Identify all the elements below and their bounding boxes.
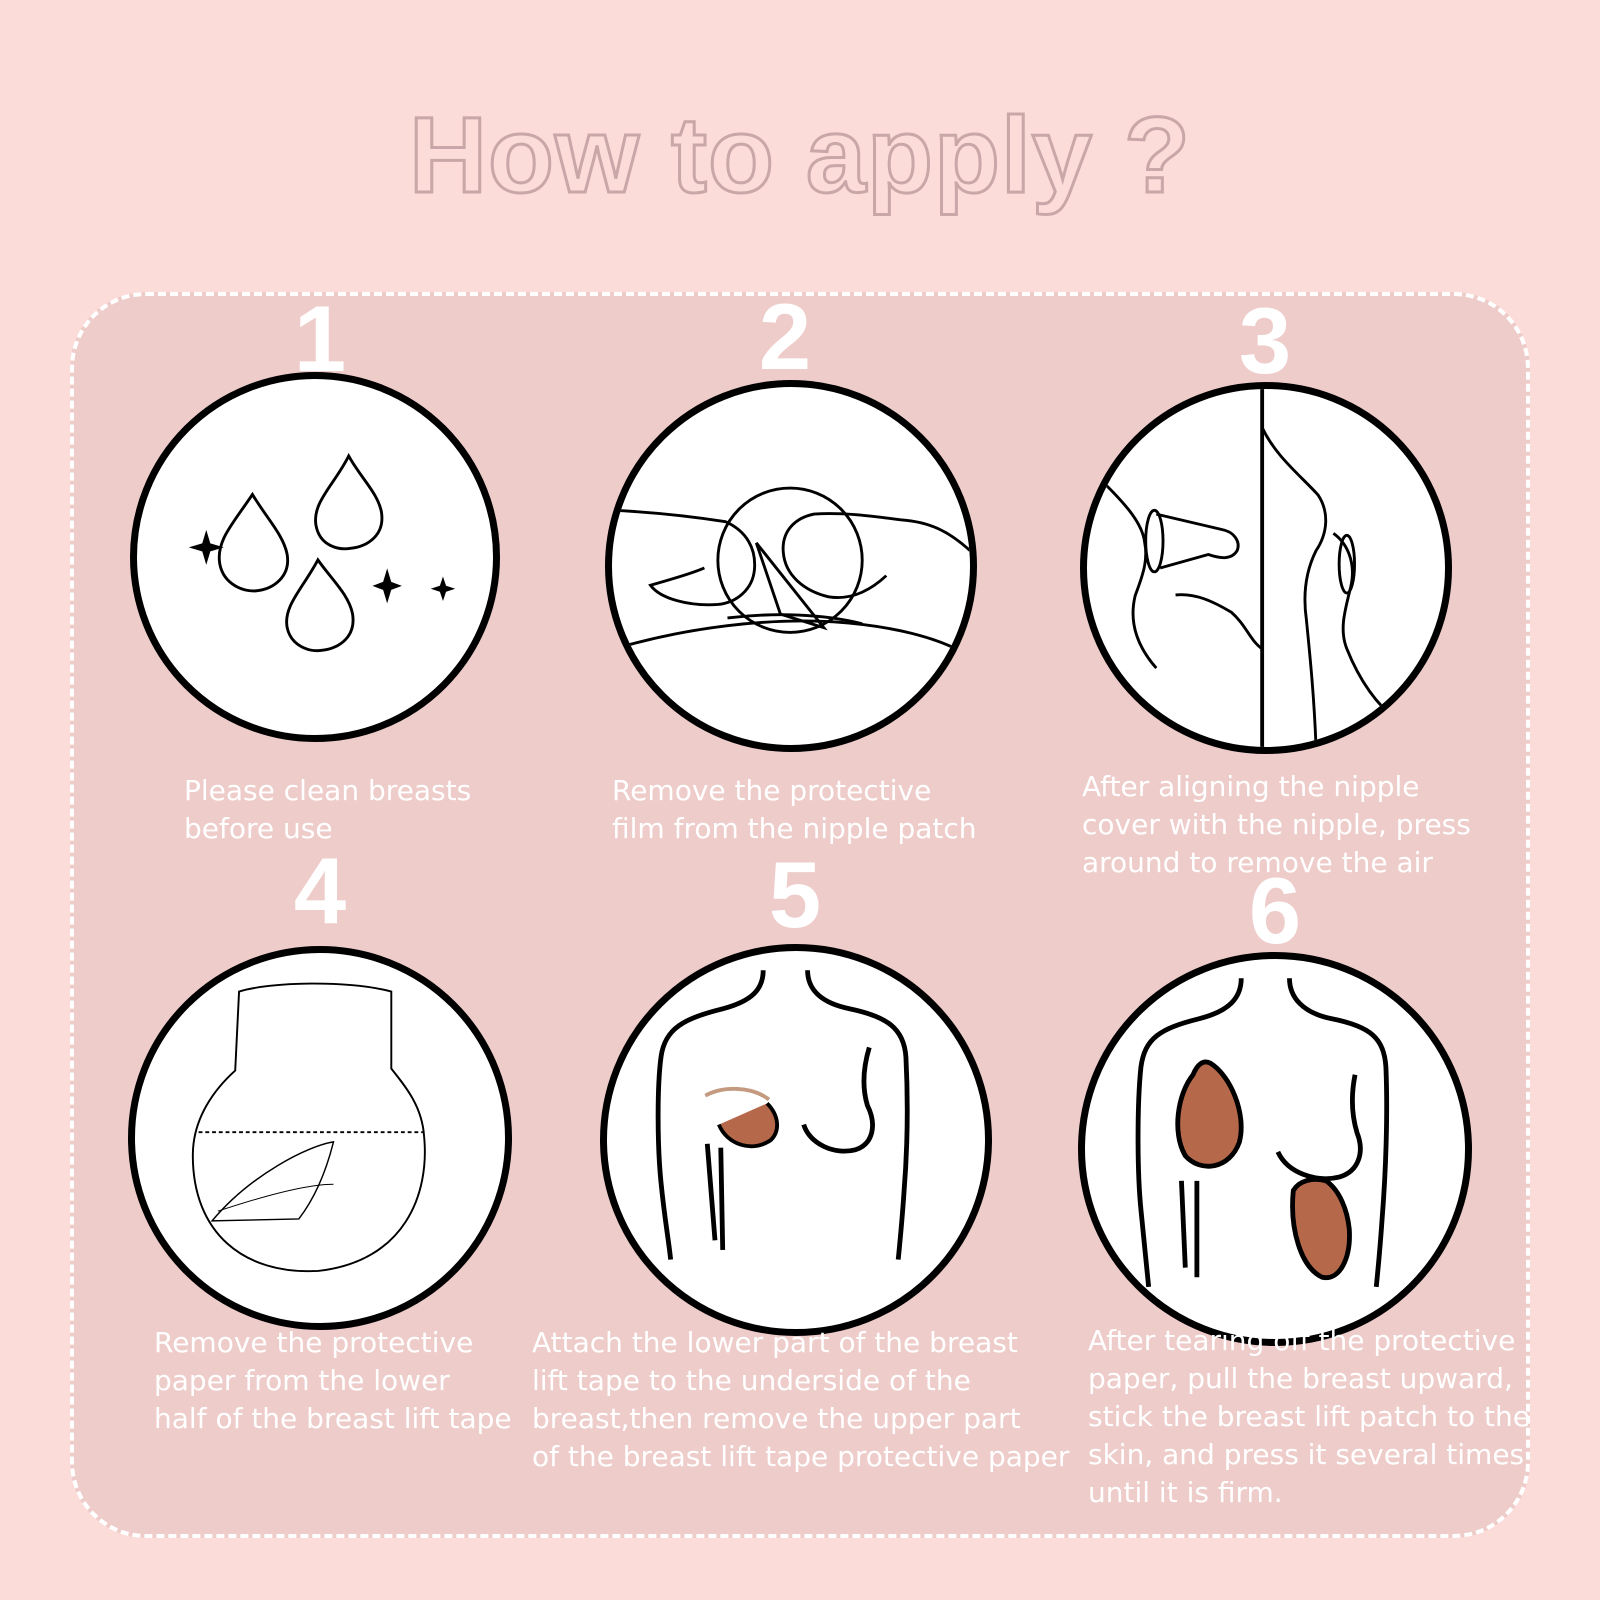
step-1-caption: Please clean breasts before use [184,774,472,845]
step-6-number: 6 [1248,858,1302,963]
step-2-number: 2 [758,284,812,389]
step-5-caption: Attach the lower part of the breast lift… [532,1326,1070,1473]
step-5-number: 5 [768,842,822,947]
step-4-caption: Remove the protective paper from the low… [154,1326,512,1435]
step-2-caption: Remove the protective film from the nipp… [612,774,977,845]
step-1-number: 1 [293,286,347,391]
attach-tape-icon [600,944,992,1336]
peel-film-icon [605,380,977,752]
lift-breast-icon [1078,952,1472,1346]
step-3-caption: After aligning the nipple cover with the… [1082,770,1471,879]
step-3-number: 3 [1238,288,1292,393]
step-4-number: 4 [293,838,347,943]
water-drops-icon [130,372,500,742]
press-nipple-cover-icon [1080,382,1452,754]
lift-tape-icon [128,946,512,1330]
page-title: How to apply ? [408,93,1192,217]
step-6-caption: After tearing off the protective paper, … [1088,1324,1530,1509]
